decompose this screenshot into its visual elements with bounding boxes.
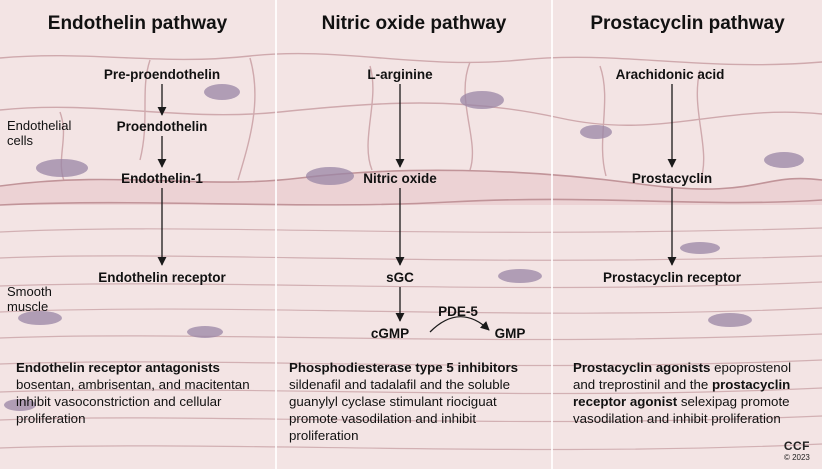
prostacyclin-description: Prostacyclin agonists epoprostenol and t… xyxy=(573,359,811,427)
pre-proendothelin-node: Pre-proendothelin xyxy=(103,67,221,82)
l-arginine-node: L-arginine xyxy=(367,67,433,82)
arachidonic-acid-node: Arachidonic acid xyxy=(615,67,725,82)
nitric-oxide-description: Phosphodiesterase type 5 inhibitors sild… xyxy=(289,359,547,444)
nitric-oxide-title: Nitric oxide pathway xyxy=(321,13,507,34)
logo-name: CCF xyxy=(783,439,810,453)
ccf-logo: CCF © 2023 xyxy=(784,439,810,462)
description-bold: Phosphodiesterase type 5 inhibitors xyxy=(289,360,519,375)
endothelin-1-node: Endothelin-1 xyxy=(121,171,203,186)
column-divider xyxy=(551,0,553,469)
prostacyclin-receptor-node: Prostacyclin receptor xyxy=(602,270,742,285)
description-bold: Prostacyclin agonists xyxy=(573,360,711,375)
gmp-node: GMP xyxy=(494,326,526,341)
description-text: bosentan, ambrisentan, and macitentan in… xyxy=(16,377,250,426)
sgc-node: sGC xyxy=(386,270,414,285)
description-text: selexipag promote vasodilation and inhib… xyxy=(573,394,790,426)
endothelial-cells-label: Endothelial cells xyxy=(7,118,72,148)
smooth-muscle-label: Smooth muscle xyxy=(7,284,52,314)
proendothelin-node: Proendothelin xyxy=(116,119,208,134)
description-bold: Endothelin receptor antagonists xyxy=(16,360,220,375)
logo-copyright: © 2023 xyxy=(783,453,810,462)
pde5-arrow xyxy=(429,316,490,333)
nitric-oxide-node: Nitric oxide xyxy=(363,171,437,186)
description-bold: prostacyclin receptor agonist xyxy=(573,377,791,409)
column-divider xyxy=(275,0,277,469)
endothelin-description: Endothelin receptor antagonists bosentan… xyxy=(16,359,266,427)
prostacyclin-node: Prostacyclin xyxy=(631,171,713,186)
pde5-label: PDE-5 xyxy=(438,304,478,319)
description-text: epoprostenol and treprostinil and the xyxy=(573,360,792,392)
endothelin-receptor-node: Endothelin receptor xyxy=(98,270,226,285)
endothelin-title: Endothelin pathway xyxy=(47,13,228,34)
prostacyclin-title: Prostacyclin pathway xyxy=(590,13,785,34)
cgmp-node: cGMP xyxy=(370,326,410,341)
description-text: sildenafil and tadalafil and the soluble… xyxy=(289,377,511,443)
